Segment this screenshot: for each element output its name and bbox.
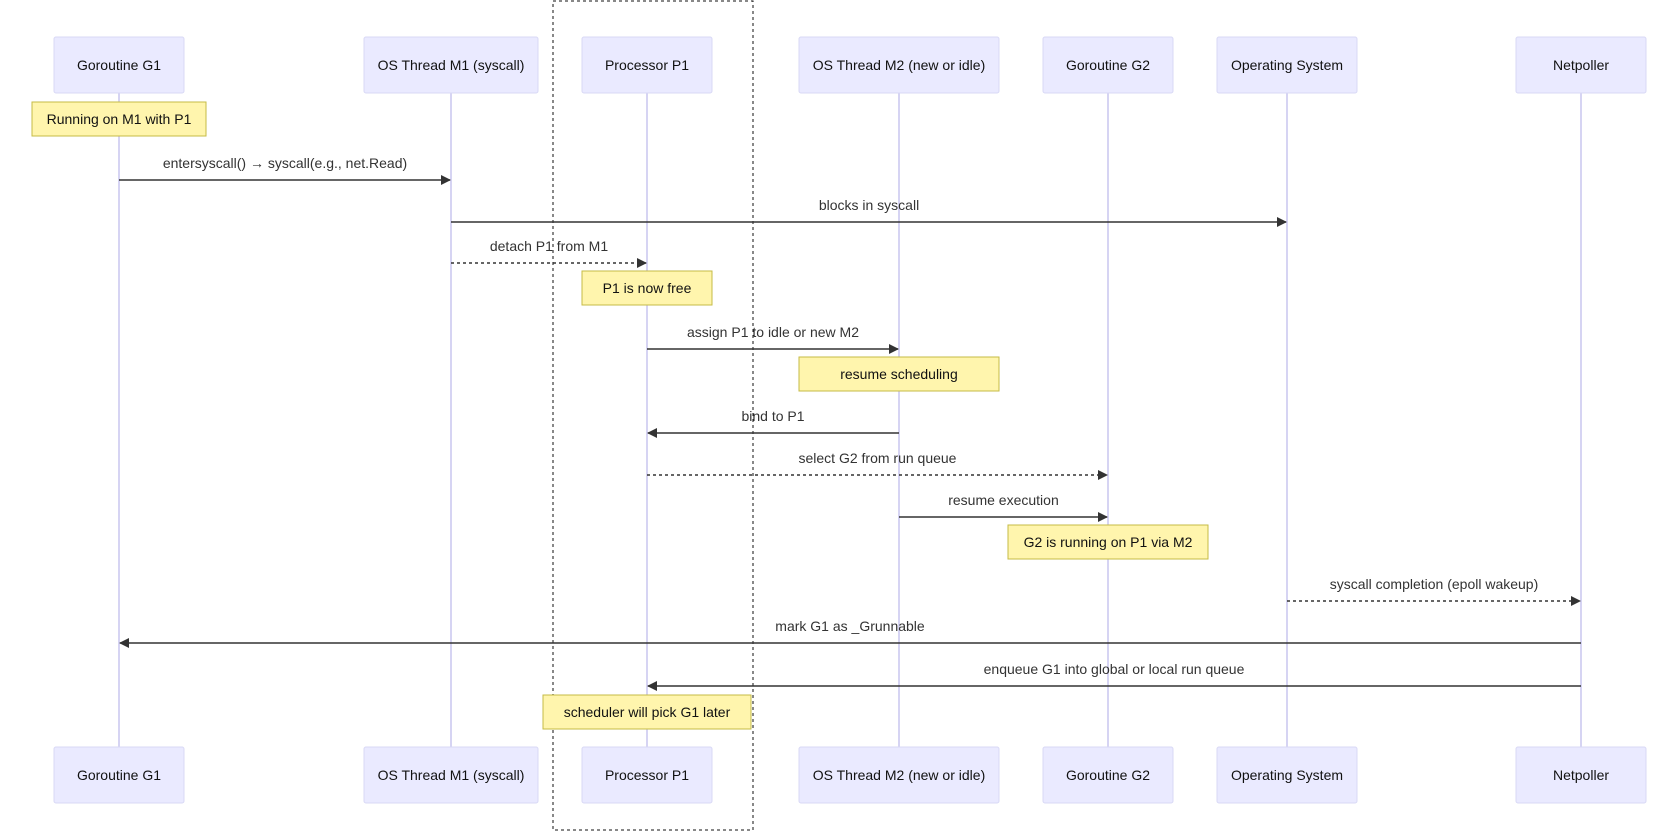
note-box (581, 270, 713, 306)
actor-label: OS Thread M1 (syscall) (378, 767, 525, 783)
actor-label: Processor P1 (605, 57, 689, 73)
actor-os-thread-m1-syscall-bottom: OS Thread M1 (syscall) (363, 746, 539, 804)
message-label: blocks in syscall (819, 197, 919, 213)
message-label: entersyscall() → syscall(e.g., net.Read) (163, 155, 407, 171)
message-arrow: detach P1 from M1 (451, 238, 647, 268)
actor-os-thread-m2-new-or-idle-top: OS Thread M2 (new or idle) (798, 36, 1000, 94)
note-box (542, 694, 752, 730)
message-arrow: blocks in syscall (451, 197, 1287, 227)
actor-goroutine-g2-top: Goroutine G2 (1042, 36, 1174, 94)
message-label: assign P1 to idle or new M2 (687, 324, 859, 340)
note: scheduler will pick G1 later (542, 694, 752, 730)
message-label: syscall completion (epoll wakeup) (1330, 576, 1539, 592)
message-label: select G2 from run queue (799, 450, 957, 466)
message-arrow: resume execution (899, 492, 1108, 522)
note-text: resume scheduling (840, 366, 958, 382)
note-box (31, 101, 207, 137)
actor-label: Operating System (1231, 767, 1343, 783)
note: Running on M1 with P1 (31, 101, 207, 137)
actor-operating-system-top: Operating System (1216, 36, 1358, 94)
note: P1 is now free (581, 270, 713, 306)
note-text: Running on M1 with P1 (47, 111, 192, 127)
note-text: G2 is running on P1 via M2 (1024, 534, 1193, 550)
highlight-box (552, 0, 754, 831)
actor-box (363, 36, 539, 94)
note-text: scheduler will pick G1 later (564, 704, 731, 720)
actor-netpoller-top: Netpoller (1515, 36, 1647, 94)
message-arrow: mark G1 as _Grunnable (119, 618, 1581, 648)
actor-goroutine-g1-bottom: Goroutine G1 (53, 746, 185, 804)
actor-box (1515, 746, 1647, 804)
note-box (1007, 524, 1209, 560)
actor-label: Netpoller (1553, 57, 1609, 73)
message-arrow: entersyscall() → syscall(e.g., net.Read) (119, 155, 451, 185)
message-arrow: assign P1 to idle or new M2 (647, 324, 899, 354)
note: G2 is running on P1 via M2 (1007, 524, 1209, 560)
actor-box (53, 746, 185, 804)
actor-goroutine-g1-top: Goroutine G1 (53, 36, 185, 94)
actor-label: Processor P1 (605, 767, 689, 783)
actor-box (798, 746, 1000, 804)
actor-os-thread-m1-syscall-top: OS Thread M1 (syscall) (363, 36, 539, 94)
actor-box (581, 36, 713, 94)
actor-label: OS Thread M2 (new or idle) (813, 767, 985, 783)
actor-label: OS Thread M2 (new or idle) (813, 57, 985, 73)
actor-box (1042, 36, 1174, 94)
actor-processor-p1-bottom: Processor P1 (581, 746, 713, 804)
actor-label: Goroutine G2 (1066, 57, 1150, 73)
actor-label: Goroutine G1 (77, 57, 161, 73)
actor-box (363, 746, 539, 804)
message-label: resume execution (948, 492, 1059, 508)
actor-netpoller-bottom: Netpoller (1515, 746, 1647, 804)
message-arrow: enqueue G1 into global or local run queu… (647, 661, 1581, 691)
actor-operating-system-bottom: Operating System (1216, 746, 1358, 804)
actor-label: Netpoller (1553, 767, 1609, 783)
actor-box (1515, 36, 1647, 94)
actor-goroutine-g2-bottom: Goroutine G2 (1042, 746, 1174, 804)
message-label: mark G1 as _Grunnable (775, 618, 925, 634)
message-label: detach P1 from M1 (490, 238, 608, 254)
actor-box (798, 36, 1000, 94)
note-text: P1 is now free (603, 280, 692, 296)
note: resume scheduling (798, 356, 1000, 392)
actor-box (1216, 36, 1358, 94)
actor-label: OS Thread M1 (syscall) (378, 57, 525, 73)
actor-label: Goroutine G2 (1066, 767, 1150, 783)
actor-box (581, 746, 713, 804)
actor-box (53, 36, 185, 94)
actor-box (1042, 746, 1174, 804)
actor-label: Goroutine G1 (77, 767, 161, 783)
message-label: enqueue G1 into global or local run queu… (984, 661, 1245, 677)
message-arrow: select G2 from run queue (647, 450, 1108, 480)
actor-os-thread-m2-new-or-idle-bottom: OS Thread M2 (new or idle) (798, 746, 1000, 804)
actor-label: Operating System (1231, 57, 1343, 73)
message-label: bind to P1 (741, 408, 804, 424)
actor-processor-p1-top: Processor P1 (581, 36, 713, 94)
message-arrow: bind to P1 (647, 408, 899, 438)
actor-box (1216, 746, 1358, 804)
note-box (798, 356, 1000, 392)
message-arrow: syscall completion (epoll wakeup) (1287, 576, 1581, 606)
